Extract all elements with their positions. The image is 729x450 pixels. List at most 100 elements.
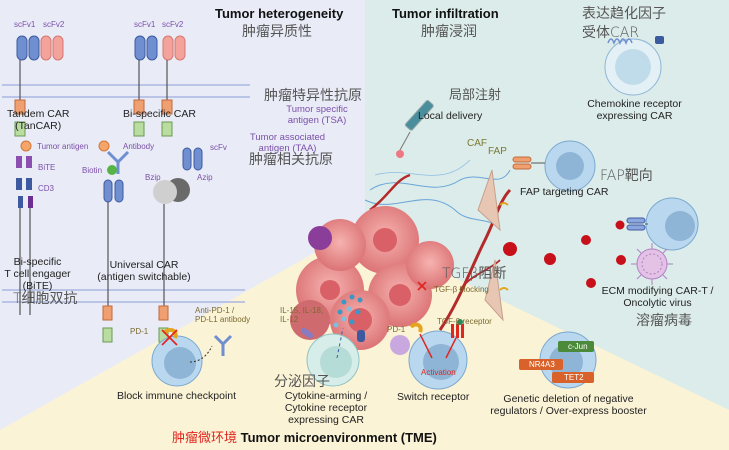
infiltration-title-cn: 肿瘤浸润 bbox=[421, 24, 477, 40]
heterogeneity-title: Tumor heterogeneity bbox=[215, 6, 344, 21]
fap-car-cell bbox=[512, 140, 596, 192]
ecm-label: ECM modifying CAR-T /Oncolytic virus bbox=[590, 285, 725, 309]
cytokine-label-line2: Cytokine receptor bbox=[284, 402, 368, 415]
tgfb-receptor-label: TGF-β receptor bbox=[437, 317, 492, 326]
cytokine-cell bbox=[300, 327, 365, 387]
biotin-label: Biotin bbox=[82, 166, 103, 175]
genetic-label-line2: regulators / Over-express booster bbox=[490, 405, 647, 418]
bispecific-scfv2-label: scFv2 bbox=[162, 20, 184, 29]
bispecific-car-label: Bi-specific CAR bbox=[123, 108, 196, 120]
local-delivery-cn: 局部注射 bbox=[449, 88, 502, 103]
syringe-icon bbox=[396, 100, 434, 158]
membrane-top bbox=[2, 84, 250, 98]
activation-label: Activation bbox=[421, 368, 456, 377]
il-line1: IL-15, IL-18, bbox=[280, 306, 324, 315]
tgfb-block-x-icon bbox=[417, 281, 427, 291]
antibody-label: Antibody bbox=[123, 142, 155, 151]
bite-label-line1: Bi-specific bbox=[13, 256, 62, 268]
ecm-label-line1: ECM modifying CAR-T / bbox=[601, 285, 714, 297]
membrane-bottom bbox=[2, 289, 245, 303]
cjun-badge: c-Jun bbox=[558, 341, 594, 353]
ecm-car-cell bbox=[626, 197, 699, 251]
nr4a3-badge: NR4A3 bbox=[519, 359, 563, 371]
tumor-mass bbox=[290, 206, 454, 362]
oncolytic-virus bbox=[631, 243, 673, 285]
red-blood-cells bbox=[503, 220, 626, 288]
universal-car-biotin bbox=[98, 140, 130, 343]
chemokine-label-cn: 表达趋化因子受体CAR bbox=[582, 5, 666, 43]
il-line2: IL-12 bbox=[280, 315, 299, 325]
taa-label-cn: 肿瘤相关抗原 bbox=[249, 152, 333, 168]
tet2-badge: TET2 bbox=[552, 372, 594, 384]
tandem-car-label: Tandem CAR(TanCAR) bbox=[7, 108, 69, 132]
tsa-label-line1: Tumor specific bbox=[286, 104, 348, 115]
tsa-label-line2: antigen (TSA) bbox=[287, 114, 347, 126]
fap-label-cn: FAP靶向 bbox=[600, 168, 653, 184]
taa-label-line2: antigen (TAA) bbox=[258, 142, 317, 154]
caf-label: CAF bbox=[467, 138, 487, 149]
chemokine-label-line1: Chemokine receptor bbox=[587, 98, 682, 110]
caf-fibroblasts bbox=[477, 169, 509, 322]
universal-car-zip bbox=[153, 147, 203, 343]
tandem-scfv1-label: scFv1 bbox=[14, 20, 36, 29]
bite-label-cn: T细胞双抗 bbox=[13, 291, 78, 307]
chemokine-cn-line1: 表达趋化因子 bbox=[582, 6, 666, 22]
ecm-label-cn: 溶瘤病毒 bbox=[636, 313, 692, 329]
interleukin-label: IL-15, IL-18,IL-12 bbox=[280, 306, 323, 324]
cd3-label: CD3 bbox=[38, 184, 55, 193]
bite-construct bbox=[16, 140, 33, 315]
cytokine-particles bbox=[333, 294, 363, 328]
universal-label-line1: Universal CAR bbox=[109, 259, 179, 271]
tsa-label-cn: 肿瘤特异性抗原 bbox=[264, 88, 362, 104]
checkpoint-label: Block immune checkpoint bbox=[117, 390, 237, 402]
fap-car-label: FAP targeting CAR bbox=[520, 186, 609, 198]
bzip-label: Bzip bbox=[145, 173, 161, 182]
switch-pd1-label: PD-1 bbox=[387, 325, 406, 334]
checkpoint-antibody-label: Anti-PD-1 /PD-L1 antibody bbox=[195, 306, 250, 324]
fap-label: FAP bbox=[488, 146, 507, 157]
bite-label: BiTE bbox=[38, 163, 56, 172]
universal-scfv-label: scFv bbox=[210, 143, 227, 152]
cytokine-label-line1: Cytokine-arming / bbox=[284, 390, 368, 402]
tandem-car-label-line2: (TanCAR) bbox=[15, 120, 62, 133]
universal-label-line2: (antigen switchable) bbox=[97, 271, 191, 284]
tandem-car-receptor bbox=[14, 35, 64, 137]
genetic-label-line1: Genetic deletion of negative bbox=[503, 393, 634, 405]
cytokine-label-line3: expressing CAR bbox=[288, 414, 364, 427]
cytokine-label-cn: 分泌因子 bbox=[274, 374, 330, 390]
switch-receptor-cell bbox=[408, 319, 468, 390]
tumor-antigen-label: Tumor antigen bbox=[37, 142, 89, 151]
switch-receptor-label: Switch receptor bbox=[397, 391, 470, 403]
ecm-label-line2: Oncolytic virus bbox=[623, 297, 692, 310]
tme-title-en: Tumor microenvironment (TME) bbox=[240, 430, 437, 445]
tme-title-cn: 肿瘤微环境 bbox=[172, 431, 238, 446]
checkpoint-cell bbox=[151, 328, 233, 387]
chemokine-label-line2: expressing CAR bbox=[596, 110, 673, 123]
heterogeneity-title-cn: 肿瘤异质性 bbox=[242, 24, 312, 40]
universal-car-label: Universal CAR(antigen switchable) bbox=[89, 259, 199, 283]
tandem-scfv2-label: scFv2 bbox=[43, 20, 65, 29]
infiltration-title: Tumor infiltration bbox=[392, 6, 499, 21]
chemokine-cn-line2: 受体CAR bbox=[582, 24, 640, 41]
tme-title: 肿瘤微环境 Tumor microenvironment (TME) bbox=[172, 430, 437, 447]
tgfb-label-cn: TGFβ阻断 bbox=[442, 266, 507, 282]
tandem-car-label-line1: Tandem CAR bbox=[7, 108, 70, 120]
bispecific-car-receptors bbox=[133, 35, 186, 137]
bite-label-line3: (BiTE) bbox=[22, 280, 53, 293]
local-delivery-label: Local delivery bbox=[418, 110, 483, 122]
bispecific-scfv1-label: scFv1 bbox=[134, 20, 156, 29]
chemokine-car-cell bbox=[604, 36, 664, 96]
taa-label-line1: Tumor associated bbox=[249, 132, 326, 143]
azip-label: Azip bbox=[197, 173, 213, 182]
tgfb-blocking-label: TGF-β blocking bbox=[434, 285, 489, 294]
bite-label-line2: T cell engager bbox=[4, 268, 71, 281]
antibody-line2: PD-L1 antibody bbox=[195, 315, 251, 325]
